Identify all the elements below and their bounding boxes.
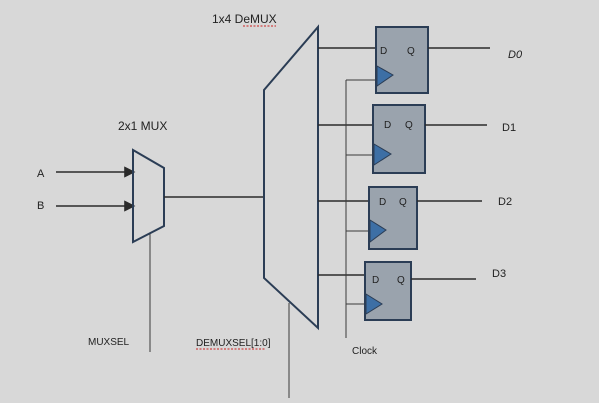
flipflop-2-q-label: Q [399,197,407,208]
flipflop-3-q-label: Q [397,275,405,286]
flipflop-0-body [375,26,429,94]
flipflop-3: D Q [364,261,412,321]
flipflop-2: D Q [368,186,418,250]
muxsel-label: MUXSEL [88,337,130,348]
input-a-label: A [37,168,45,180]
demux-title: 1x4 DeMUX [212,12,277,26]
clock-triangle-icon [373,143,392,166]
clock-label: Clock [352,346,378,357]
demuxsel-label: DEMUXSEL[1:0] [196,338,271,349]
mux-title: 2x1 MUX [118,119,167,133]
output-d0-label: D0 [508,49,523,61]
flipflop-3-body [364,261,412,321]
output-d3-label: D3 [492,268,506,280]
flipflop-1-d-label: D [384,120,391,131]
flipflop-0-d-label: D [380,46,387,57]
output-d1-label: D1 [502,122,516,134]
flipflop-2-body [368,186,418,250]
output-d2-label: D2 [498,196,512,208]
flipflop-0: D Q [375,26,429,94]
flipflop-3-d-label: D [372,275,379,286]
clock-triangle-icon [376,65,394,87]
flipflop-1: D Q [372,104,426,174]
input-b-label: B [37,200,44,212]
clock-triangle-icon [365,293,383,315]
demux-1x4-block [263,24,319,331]
clock-triangle-icon [369,219,387,243]
mux-2x1-block [132,148,165,244]
flipflop-1-q-label: Q [405,120,413,131]
flipflop-0-q-label: Q [407,46,415,57]
flipflop-1-body [372,104,426,174]
flipflop-2-d-label: D [379,197,386,208]
